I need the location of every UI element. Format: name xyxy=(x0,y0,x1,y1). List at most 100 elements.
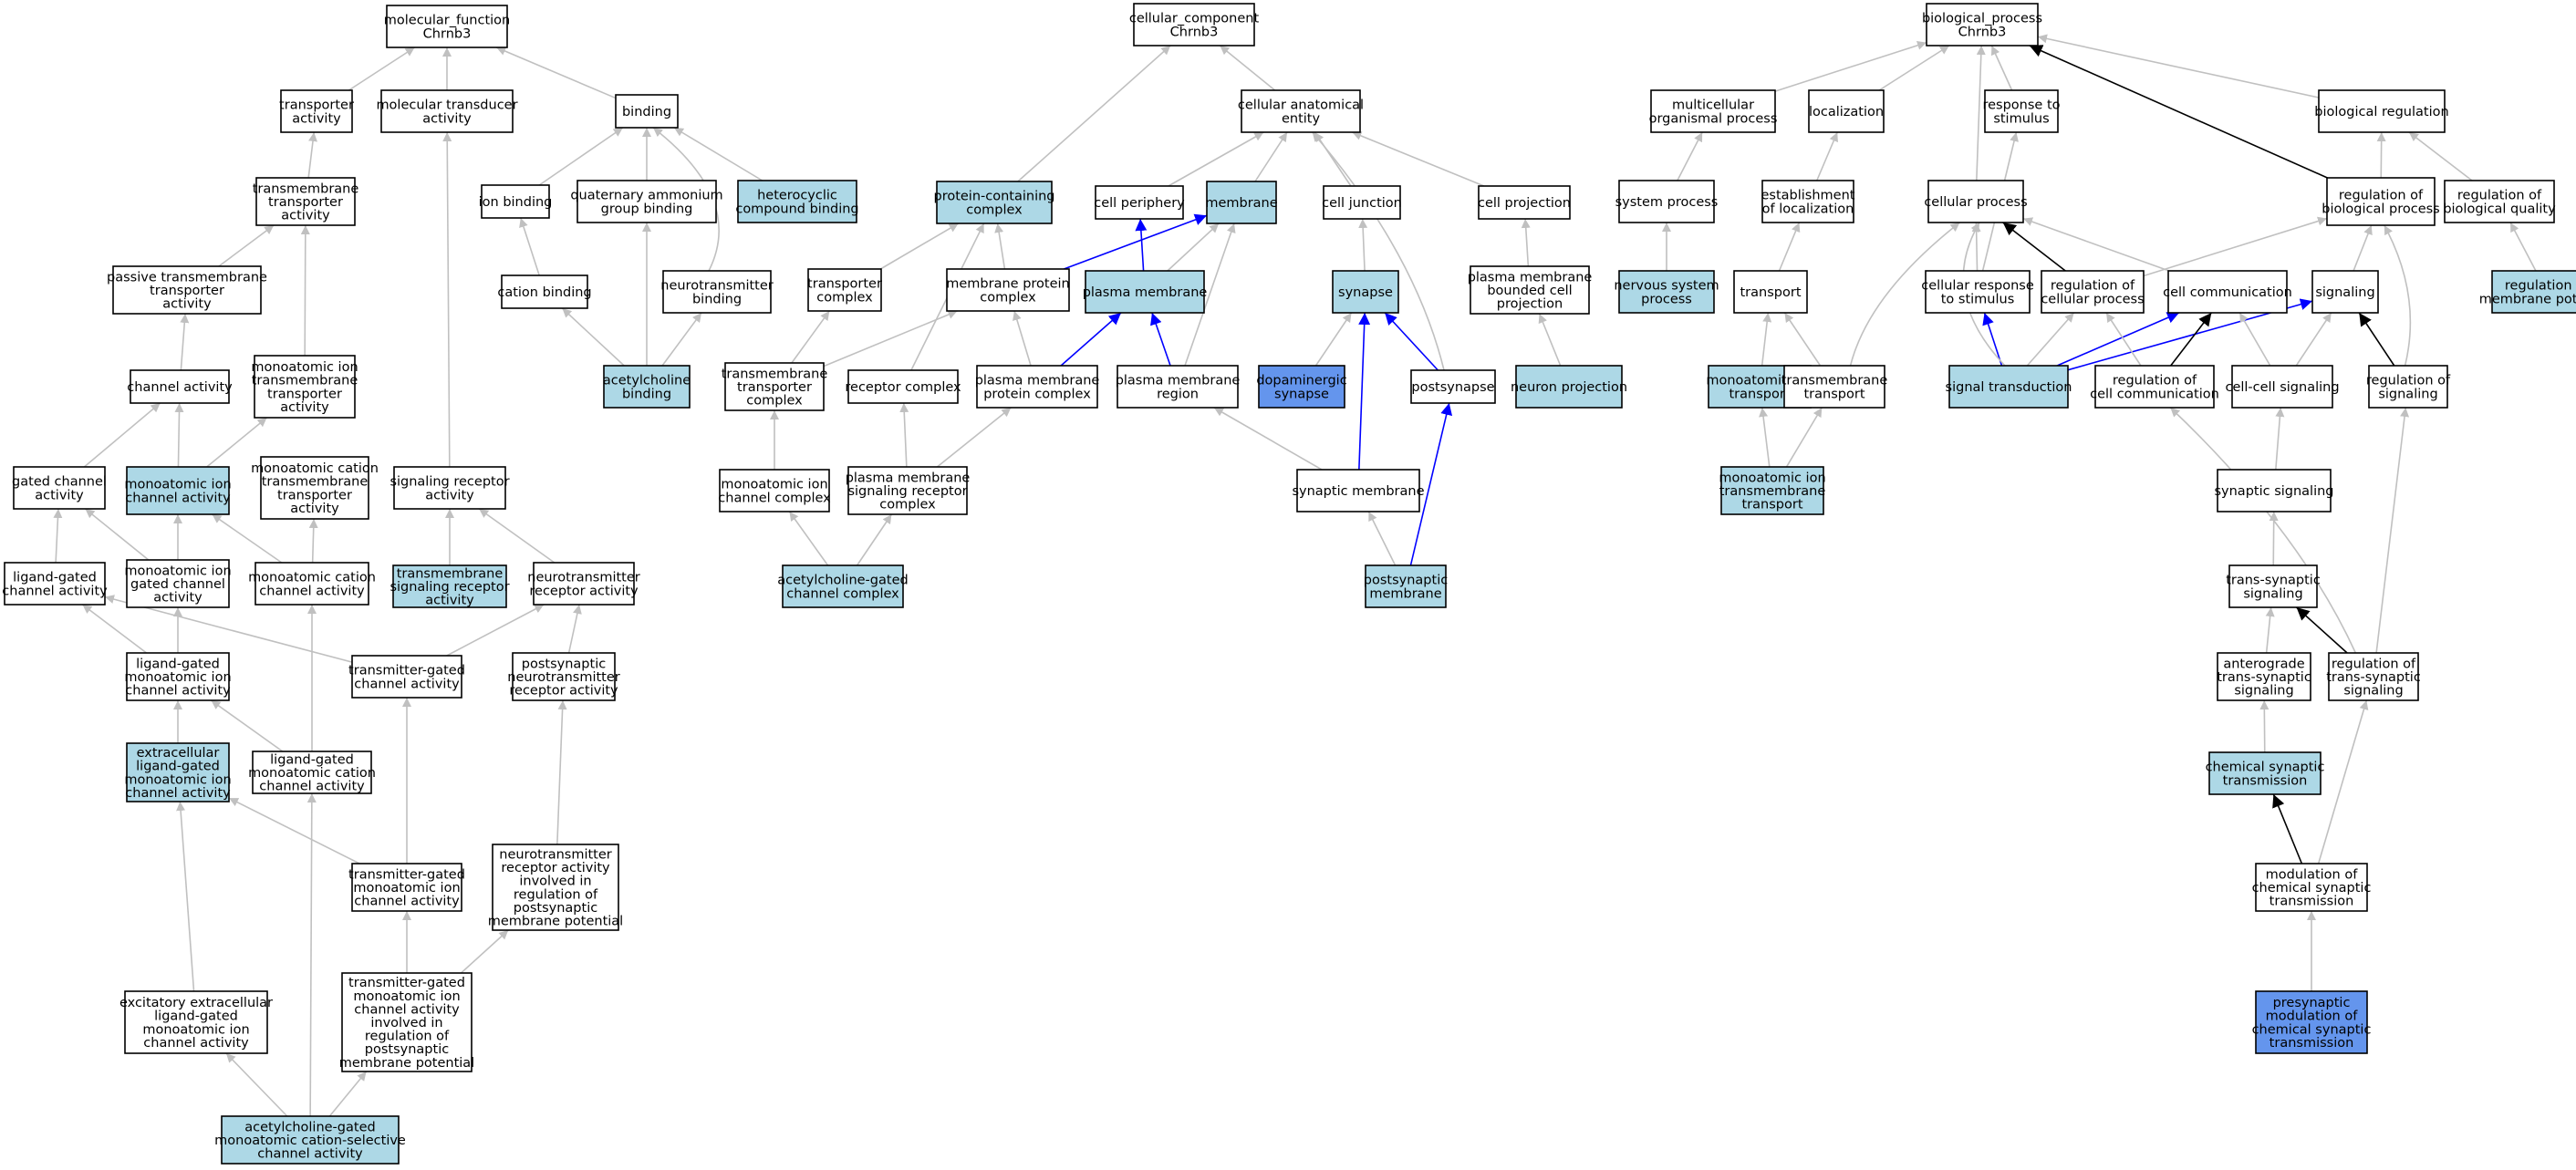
node-synapse[interactable]: synapse xyxy=(1332,270,1399,314)
node-label-line: signaling receptor xyxy=(847,484,967,499)
node-label-line: Chrnb3 xyxy=(1170,25,1219,39)
edge-is-a-moiontmtransport-to-moiontransport xyxy=(1759,407,1771,468)
node-sysproc[interactable]: system process xyxy=(1615,180,1719,223)
node-plasmamem[interactable]: plasma membrane xyxy=(1083,270,1208,314)
node-bioreg[interactable]: biological regulation xyxy=(2314,89,2449,133)
node-label-line: acetylcholine-gated xyxy=(244,1120,375,1134)
node-label-line: transmitter-gated xyxy=(348,867,465,882)
node-sigtrans[interactable]: signal transduction xyxy=(1946,365,2072,409)
node-celljunc[interactable]: cell junction xyxy=(1322,185,1402,220)
node-cellcellsig[interactable]: cell-cell signaling xyxy=(2225,365,2340,409)
node-cellproj[interactable]: cell projection xyxy=(1478,185,1571,220)
edge-is-a-pmbcp-to-cellproj xyxy=(1521,218,1531,267)
node-mocattm[interactable]: monoatomic cationtransmembranetransporte… xyxy=(251,456,379,520)
node-label-line: signaling receptor xyxy=(390,475,509,490)
node-cellperiph[interactable]: cell periphery xyxy=(1094,185,1185,220)
node-channel[interactable]: channel activity xyxy=(127,369,233,404)
node-cellproc[interactable]: cellular process xyxy=(1924,180,2028,223)
node-excit[interactable]: excitatory extracellularligand-gatedmono… xyxy=(119,990,273,1054)
node-transport[interactable]: transport xyxy=(1733,270,1808,314)
node-box-cellresp xyxy=(1925,270,2031,314)
node-box-pmsigrec xyxy=(847,466,968,515)
node-postsynapse[interactable]: postsynapse xyxy=(1410,369,1496,404)
node-label-line: transmission xyxy=(2223,773,2308,788)
node-signaling[interactable]: signaling xyxy=(2311,270,2379,314)
node-receptorcomplex[interactable]: receptor complex xyxy=(845,369,961,404)
node-ionbind[interactable]: ion binding xyxy=(479,184,553,219)
node-membrane[interactable]: membrane xyxy=(1205,181,1278,224)
node-synsig[interactable]: synaptic signaling xyxy=(2214,469,2334,513)
node-box-membrane xyxy=(1206,181,1277,224)
node-label-line: transmembrane xyxy=(252,374,358,388)
node-binding[interactable]: binding xyxy=(615,94,679,129)
node-label-line: channel activity xyxy=(2,584,108,598)
node-neuronproj[interactable]: neuron projection xyxy=(1511,365,1627,409)
node-moiontmtrans[interactable]: monoatomic iontransmembranetransporterac… xyxy=(251,355,358,419)
node-synmem[interactable]: synaptic membrane xyxy=(1292,469,1425,513)
node-localization[interactable]: localization xyxy=(1808,89,1885,133)
node-cellcomm[interactable]: cell communication xyxy=(2163,270,2292,314)
node-cationbind[interactable]: cation binding xyxy=(497,274,592,309)
node-regmempot[interactable]: regulation ofmembrane potential xyxy=(2479,270,2576,314)
